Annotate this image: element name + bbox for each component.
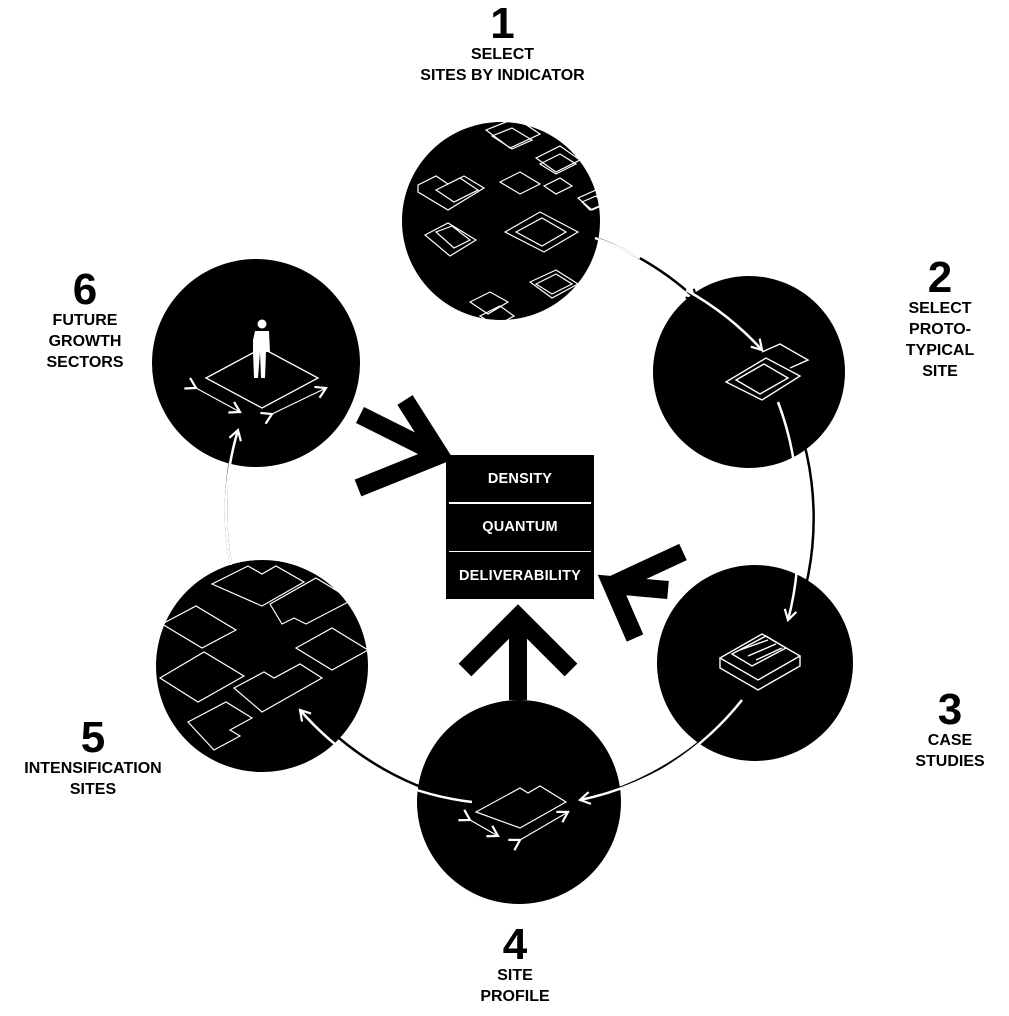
- step-1-text: SELECT SITES BY INDICATOR: [420, 46, 585, 84]
- cycle-ring-inner-arrows: [224, 236, 800, 805]
- step-5-label: 5 INTENSIFICATION SITES: [8, 713, 178, 800]
- step-6-text: FUTURE GROWTH SECTORS: [46, 312, 124, 371]
- step-4-label: 4 SITE PROFILE: [455, 920, 575, 1007]
- case-study-building-icon: [718, 633, 802, 691]
- step-6-circle: [152, 259, 360, 467]
- step-4-text: SITE PROFILE: [480, 967, 550, 1005]
- center-item-deliverability: DELIVERABILITY: [458, 567, 582, 584]
- step-5-circle: [156, 560, 370, 772]
- step-1-number: 1: [490, 0, 515, 48]
- human-scale-figure-icon: [184, 319, 328, 425]
- step-4-number: 4: [502, 920, 528, 969]
- step-1-label: 1 SELECT SITES BY INDICATOR: [380, 0, 625, 86]
- center-divider: [449, 502, 591, 504]
- step-3-number: 3: [937, 685, 963, 734]
- step-4-circle: [417, 700, 621, 904]
- center-item-density: DENSITY: [487, 470, 553, 487]
- center-metrics-box: DENSITY QUANTUM DELIVERABILITY: [446, 455, 594, 599]
- step-2-text: SELECT PROTO- TYPICAL SITE: [905, 300, 975, 380]
- scattered-site-footprints-icon: [417, 117, 612, 327]
- step-3-label: 3 CASE STUDIES: [895, 685, 1005, 772]
- step-2-label: 2 SELECT PROTO- TYPICAL SITE: [880, 253, 1000, 382]
- step-1-circle: [402, 117, 612, 327]
- step-3-circle: [657, 565, 853, 761]
- intensification-site-grid-icon: [158, 565, 370, 751]
- step-2-number: 2: [927, 253, 953, 302]
- center-arrow-from-3: [597, 543, 687, 642]
- center-divider: [449, 550, 591, 552]
- step-6-label: 6 FUTURE GROWTH SECTORS: [20, 265, 150, 373]
- step-5-number: 5: [80, 713, 106, 762]
- step-6-number: 6: [72, 265, 98, 314]
- center-item-quantum: QUANTUM: [482, 519, 558, 535]
- step-2-circle: [653, 276, 845, 468]
- step-5-text: INTENSIFICATION SITES: [24, 760, 162, 798]
- single-prototypical-site-icon: [724, 343, 810, 401]
- center-arrow-from-6: [354, 395, 454, 497]
- center-arrow-from-4: [458, 604, 578, 700]
- step-3-text: CASE STUDIES: [915, 732, 985, 770]
- site-profile-dimension-icon: [458, 785, 570, 851]
